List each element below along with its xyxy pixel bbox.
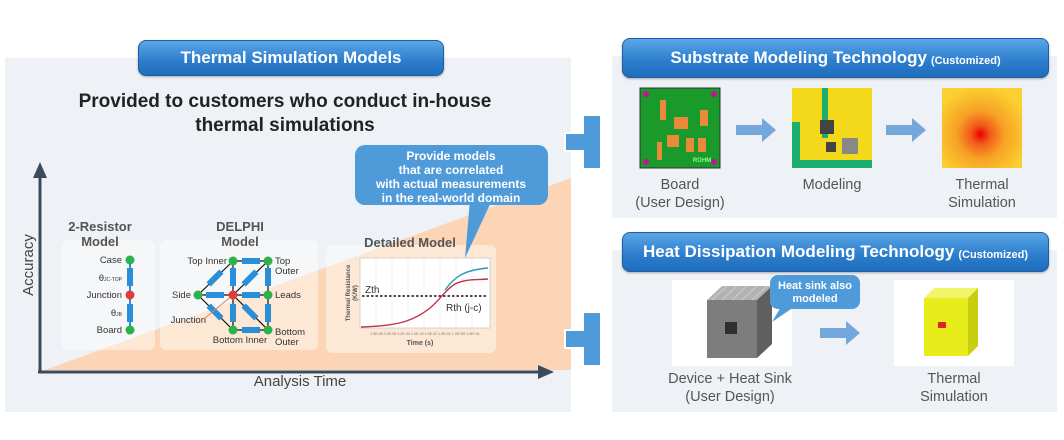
substrate-title: Substrate Modeling Technology(Customized…: [622, 38, 1049, 78]
left-two_resistor-nodes-1: Junction: [87, 290, 122, 301]
step-modeling-caption: Modeling: [772, 176, 892, 194]
left-callout-3: in the real-world domain: [382, 191, 521, 205]
left-delphi-nodes-2: Outer: [275, 266, 299, 277]
substrate-steps-2-line1: Thermal: [955, 177, 1009, 193]
subtitle: Provided to customers who conduct in-hou…: [40, 90, 530, 138]
left-two_resistor-theta_top: θ: [99, 273, 104, 284]
substrate-steps-2-line2: Simulation: [948, 195, 1016, 211]
y-axis-label: Accuracy: [20, 234, 37, 296]
left-subtitle_line2: thermal simulations: [195, 115, 375, 136]
x-axis-arrow-icon: [538, 365, 554, 379]
left-delphi-nodes-6: Bottom Inner: [213, 335, 267, 346]
svg-text:θJB: θJB: [111, 308, 123, 319]
heat-title_note: (Customized): [958, 248, 1029, 261]
plus-icon: [564, 114, 600, 170]
heat-title: Heat Dissipation Modeling Technology(Cus…: [622, 232, 1049, 272]
left-detailed-title: Detailed Model: [364, 235, 456, 250]
left-detailed-xticks: 1.0E-06 1.0E-05 1.0E-04 1.0E-03 1.0E-02 …: [370, 332, 480, 336]
left-two_resistor-nodes-0: Case: [100, 255, 122, 266]
substrate-board_mark: ROHM: [693, 158, 711, 164]
left-delphi-nodes-5: Junction: [171, 315, 206, 326]
y-axis-arrow-icon: [33, 162, 47, 178]
left-two_resistor-title2: Model: [81, 234, 119, 249]
substrate-images: ROHM: [639, 87, 1022, 169]
heat-steps-0-line1: Device + Heat Sink: [668, 371, 792, 387]
left-two_resistor-theta_bottom: θ: [111, 308, 116, 319]
left-detailed-ylabel1: Thermal Resistance: [346, 264, 352, 321]
heat-title: Heat Dissipation Modeling Technology: [642, 242, 955, 261]
substrate-steps-0-line2: (User Design): [635, 195, 725, 211]
left-delphi-nodes-7: Bottom: [275, 327, 305, 338]
accuracy-diagram: Accuracy Analysis Time 2-Resistor Model …: [20, 114, 600, 390]
two-resistor-model: 2-Resistor Model Case θJC-TOP Junction θ…: [68, 219, 135, 336]
left-detailed-ylabel2: (K/W): [353, 285, 359, 301]
accuracy-callout: Provide models that are correlated with …: [355, 145, 548, 258]
left-two_resistor-title1: 2-Resistor: [68, 219, 132, 234]
delphi-model: DELPHI Model Top Inner Top Outer Side Le…: [171, 219, 306, 348]
left-delphi-nodes-4: Leads: [275, 290, 301, 301]
thermal-simulation-image: [942, 88, 1022, 168]
svg-text:θJC-TOP: θJC-TOP: [99, 273, 123, 284]
heat-callout-1: modeled: [792, 293, 837, 305]
left-delphi-nodes-0: Top Inner: [187, 256, 227, 267]
left-delphi-title2: Model: [221, 234, 259, 249]
substrate-steps-1-line1: Modeling: [802, 177, 862, 193]
substrate-title_note: (Customized): [930, 54, 1001, 67]
left-delphi-nodes-3: Side: [172, 290, 191, 301]
node-board: [125, 325, 135, 335]
board-image: ROHM: [639, 87, 721, 169]
substrate-title: Substrate Modeling Technology: [670, 48, 927, 67]
left-delphi-nodes-8: Outer: [275, 337, 299, 348]
left-detailed-zth: Zth: [365, 285, 379, 296]
step-board-caption: Board (User Design): [620, 176, 740, 212]
heat-steps-1-line2: Simulation: [920, 389, 988, 405]
two-resistor-box: [62, 240, 155, 350]
left-delphi-nodes-1: Top: [275, 256, 290, 267]
device-caption: Device + Heat Sink (User Design): [650, 370, 810, 406]
heat-sink-image: [672, 280, 792, 366]
node-junction: [125, 290, 135, 300]
heat-steps-0-line2: (User Design): [685, 389, 775, 405]
left-detailed-rth: Rth (j-c): [446, 303, 482, 314]
modeling-image: [792, 88, 872, 168]
left-delphi-title1: DELPHI: [216, 219, 264, 234]
x-axis-label: Analysis Time: [254, 373, 347, 390]
thermal-models-title: Thermal Simulation Models: [138, 40, 444, 76]
arrow-right-icon: [820, 321, 860, 345]
heat-steps-1-line1: Thermal: [927, 371, 981, 387]
left-subtitle_line1: Provided to customers who conduct in-hou…: [78, 91, 492, 112]
substrate-steps-0-line1: Board: [660, 177, 700, 193]
arrow-right-icon: [886, 118, 926, 142]
heat-callout-0: Heat sink also: [778, 280, 852, 292]
detailed-model-chart: Detailed Model Thermal Resistance (K/W) …: [346, 235, 491, 347]
heat-sink-callout: Heat sink also modeled: [770, 275, 860, 322]
left-two_resistor-nodes-2: Board: [97, 325, 122, 336]
left-callout-2: with actual measurements: [375, 177, 526, 191]
left-two_resistor-theta_bottom_sub: JB: [116, 312, 123, 318]
node-case: [125, 255, 135, 265]
left-callout-0: Provide models: [406, 149, 496, 163]
left-callout-1: that are correlated: [399, 163, 504, 177]
heat-simulation-image: [894, 280, 1014, 366]
left-two_resistor-theta_top_sub: JC-TOP: [104, 277, 123, 283]
plus-icon: [564, 311, 600, 367]
heat-images: Heat sink also modeled: [672, 275, 1014, 366]
left-title: Thermal Simulation Models: [180, 48, 402, 67]
arrow-right-icon: [736, 118, 776, 142]
left-detailed-xlabel: Time (s): [407, 340, 434, 347]
